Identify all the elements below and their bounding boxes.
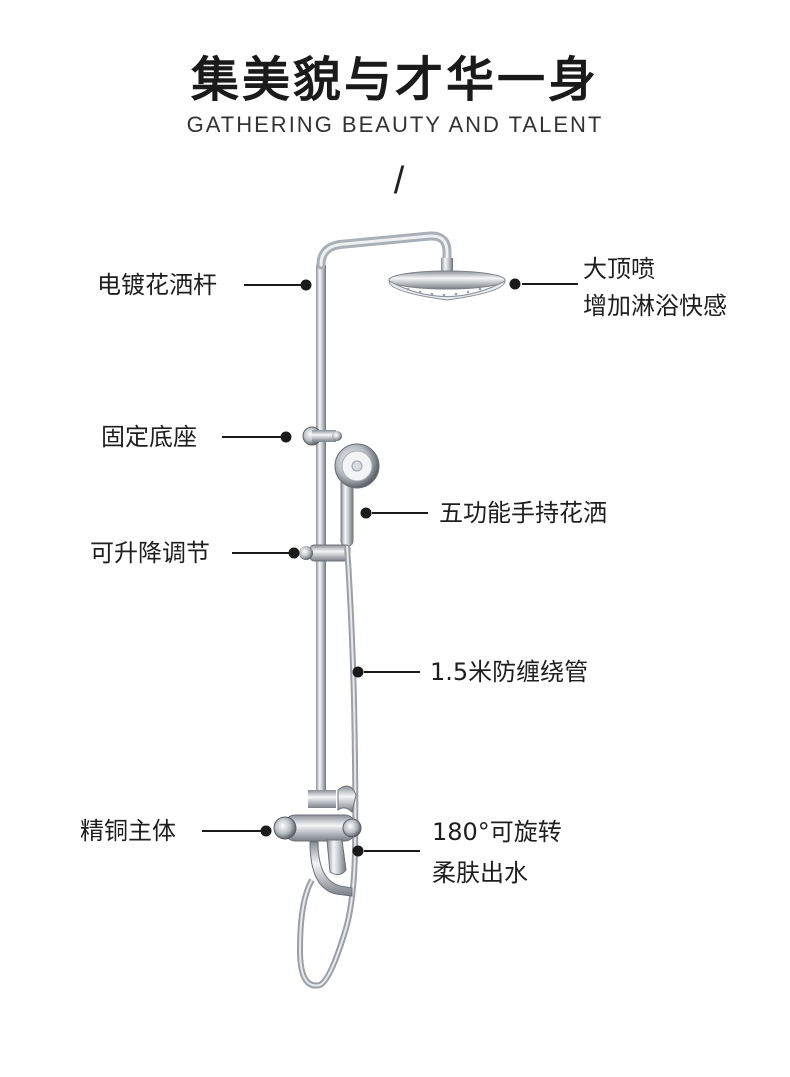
handheld-shower <box>334 443 380 547</box>
label-brass-body: 精铜主体 <box>80 817 176 845</box>
label-top-spray-title: 大顶喷 <box>583 255 655 283</box>
callout-lines <box>202 278 578 857</box>
brass-mixer-body <box>273 785 362 897</box>
label-soft-water: 柔肤出水 <box>432 859 528 887</box>
label-top-spray-desc: 增加淋浴快感 <box>583 292 727 320</box>
anti-tangle-hose <box>296 545 359 989</box>
page-subtitle: GATHERING BEAUTY AND TALENT <box>186 112 604 137</box>
label-spout-rotation: 180°可旋转 <box>432 818 562 846</box>
label-adjustable-slider: 可升降调节 <box>90 539 210 567</box>
label-handheld-shower: 五功能手持花洒 <box>439 499 607 527</box>
shower-rod <box>316 231 452 805</box>
fixed-base-bracket <box>302 426 342 446</box>
top-shower-head <box>388 258 506 301</box>
page-title: 集美貌与才华一身 <box>190 52 599 108</box>
label-hose: 1.5米防缠绕管 <box>430 658 589 686</box>
slider-bracket <box>299 544 351 562</box>
label-fixed-base: 固定底座 <box>101 423 197 451</box>
divider-slash: / <box>393 160 405 202</box>
label-plated-rod: 电镀花洒杆 <box>97 271 217 299</box>
